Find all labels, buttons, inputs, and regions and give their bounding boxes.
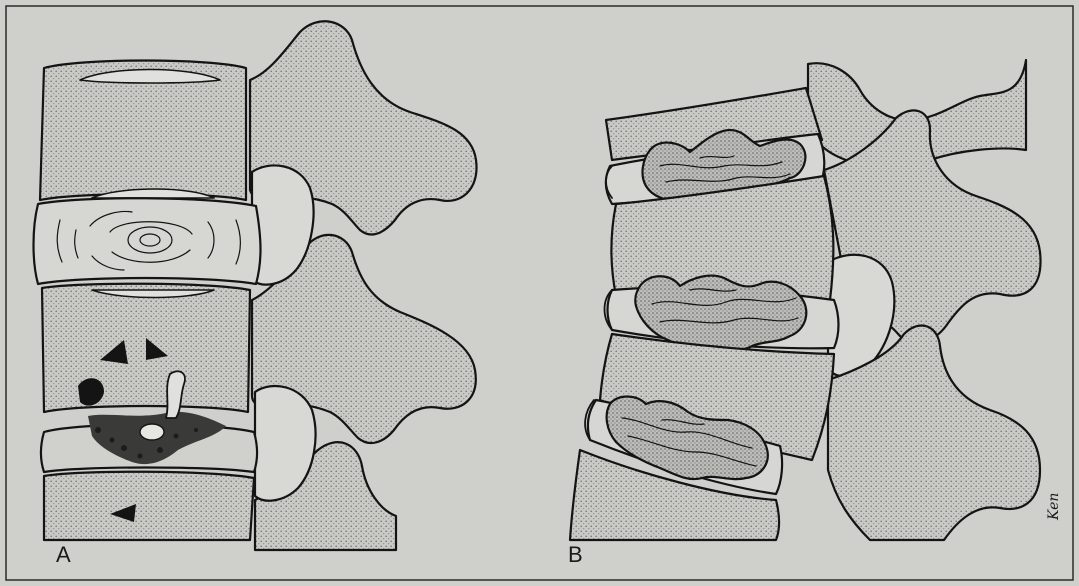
panel-label-a: A	[56, 542, 71, 567]
intervertebral-disc-normal	[34, 198, 261, 284]
panel-label-b: B	[568, 542, 583, 567]
artist-signature: Ken	[1046, 493, 1062, 521]
nucleus-remnant	[140, 424, 164, 440]
vertebral-body-a3	[44, 472, 254, 540]
